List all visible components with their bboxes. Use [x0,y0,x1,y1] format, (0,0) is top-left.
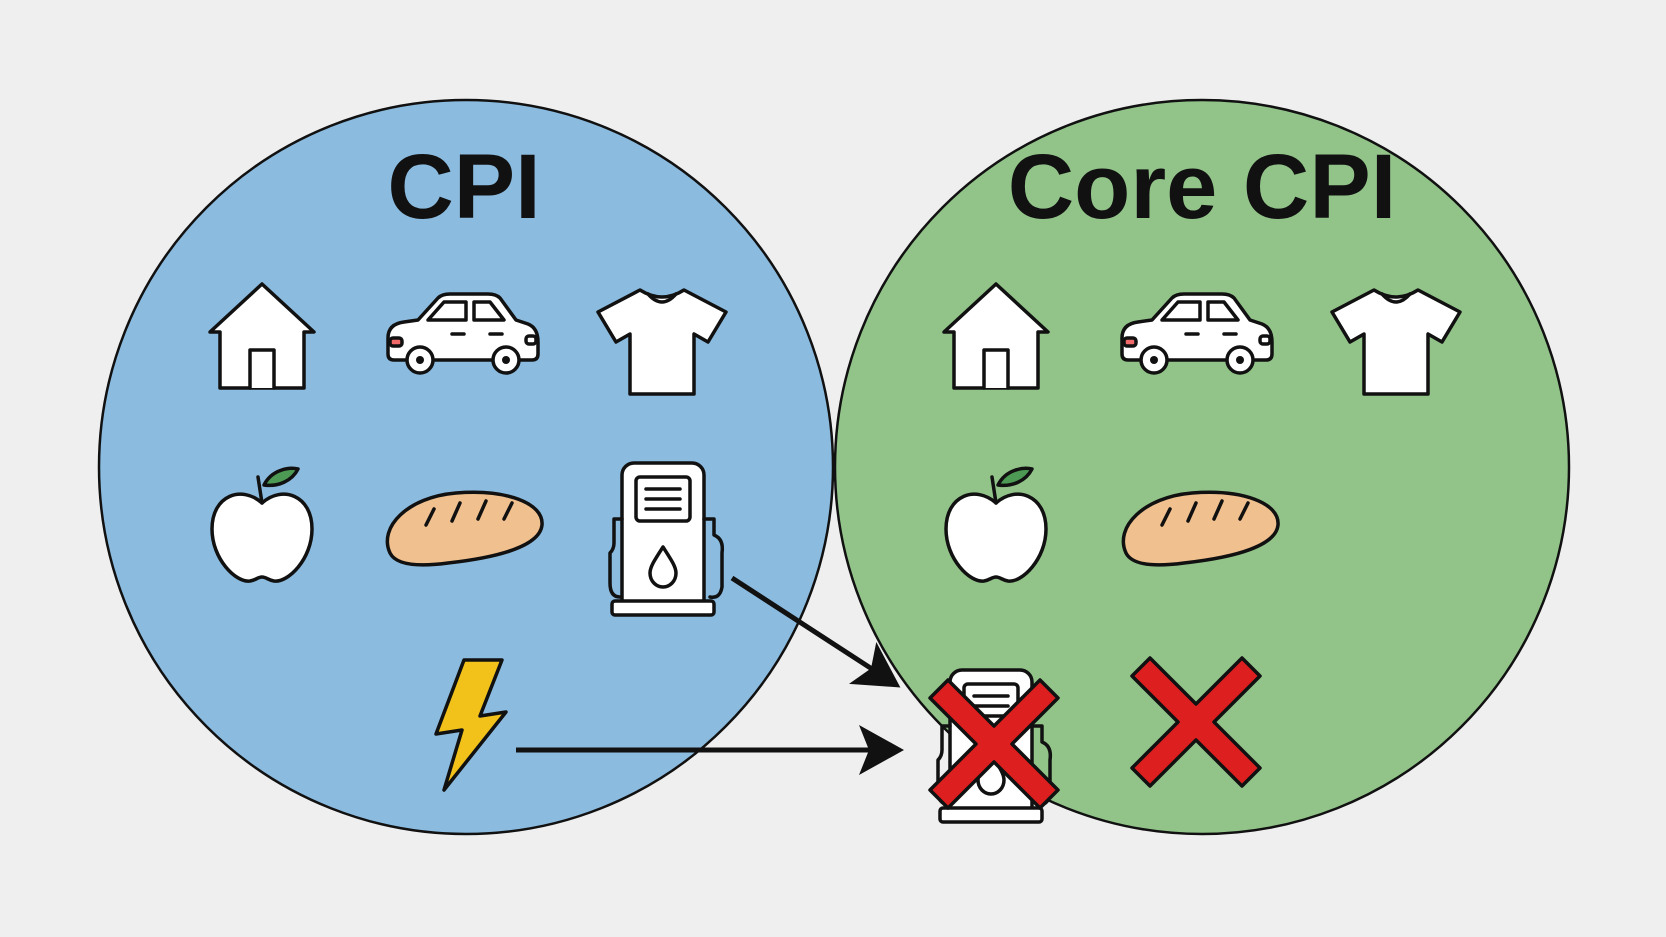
fuel-pump-icon [608,461,725,617]
core-cpi-circle [833,98,1571,836]
arrow-fuel-to-core [730,575,901,688]
cpi-circle [97,98,835,836]
core-cpi-title: Core CPI [1008,136,1397,238]
cpi-title: CPI [387,136,540,238]
